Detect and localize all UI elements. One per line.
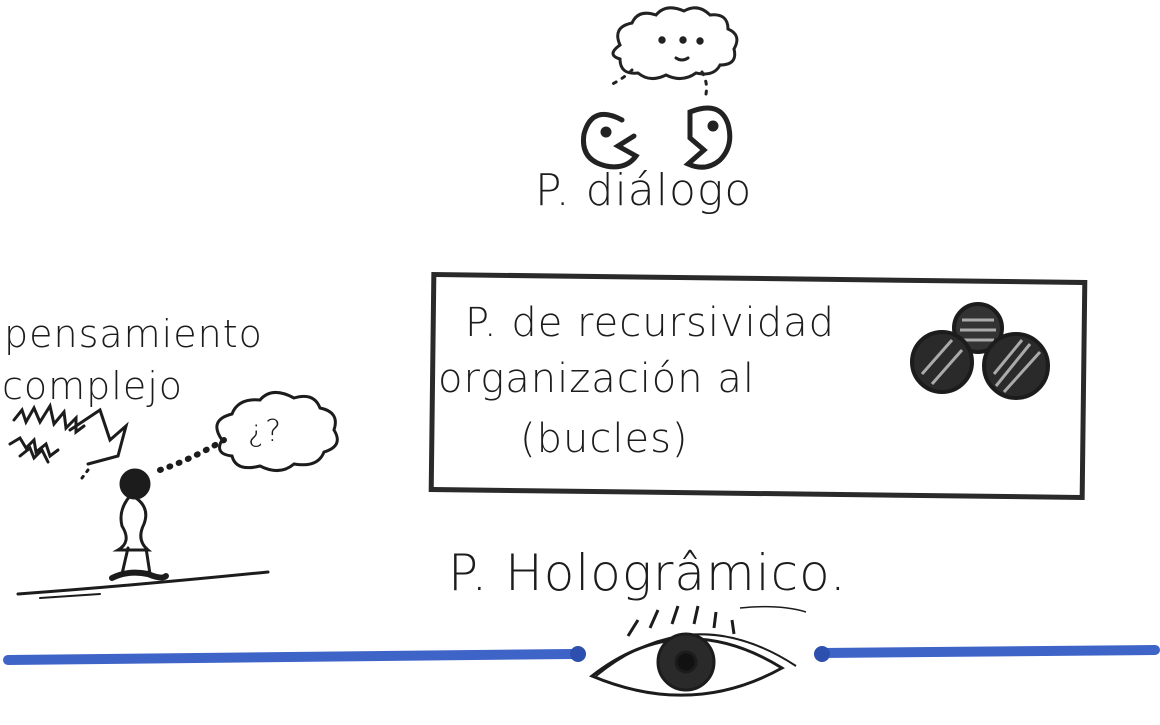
thought-bubble-icon [215, 391, 339, 472]
recursividad-line-1: P. de recursividad [465, 300, 836, 346]
circles-icon [910, 302, 1050, 400]
holografico-label: P. Hologrâmico. [448, 544, 847, 602]
dialogo-label: P. diálogo [535, 165, 753, 216]
pensamiento-line-2: complejo [2, 364, 184, 408]
blue-divider [3, 645, 1160, 665]
face-icon [580, 105, 733, 170]
recursividad-line-2: organización al [438, 356, 755, 402]
pensamiento-line-1: pensamiento [4, 312, 263, 356]
thought-bubble-text: ¿? [248, 414, 283, 449]
thought-cloud-icon [606, 6, 739, 96]
eye-icon [589, 605, 807, 697]
recursividad-line-3: (bucles) [520, 416, 689, 462]
person-icon [8, 402, 270, 599]
